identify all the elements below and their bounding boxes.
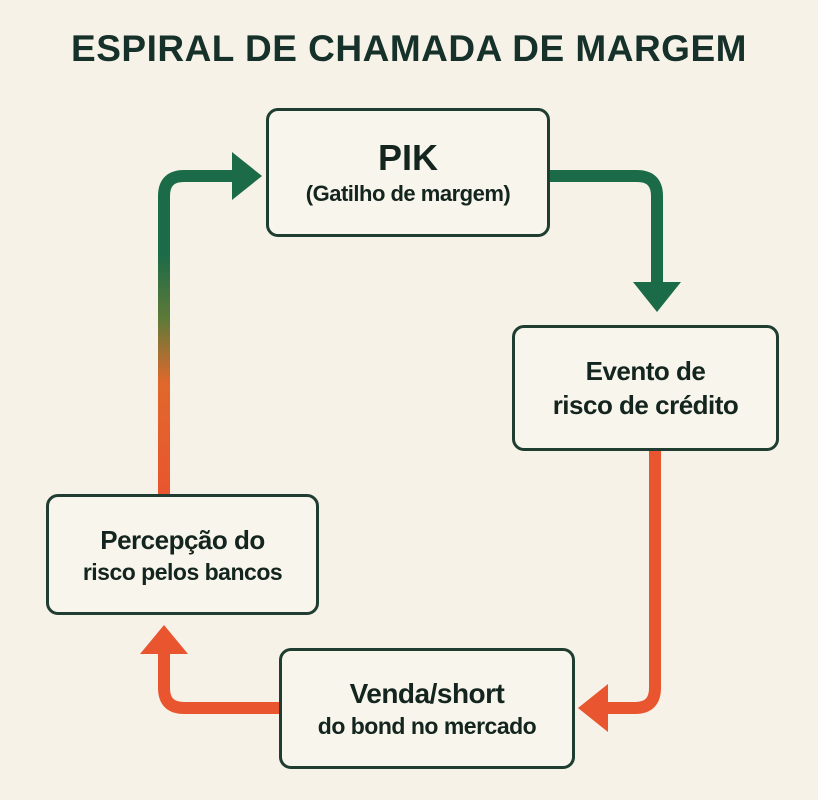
node-venda-line2: do bond no mercado bbox=[317, 712, 537, 739]
node-venda-line1: Venda/short bbox=[349, 677, 505, 709]
arrow-pik-to-evento bbox=[549, 170, 681, 312]
arrow-venda-to-percepcao bbox=[140, 625, 280, 714]
node-percepcao-line1: Percepção do bbox=[100, 524, 265, 555]
node-percepcao: Percepção do risco pelos bancos bbox=[46, 494, 319, 615]
node-venda: Venda/short do bond no mercado bbox=[279, 648, 575, 769]
node-pik-subtitle: (Gatilho de margem) bbox=[305, 180, 511, 206]
node-evento: Evento de risco de crédito bbox=[512, 325, 779, 451]
node-evento-line1: Evento de bbox=[585, 356, 706, 386]
diagram-title: ESPIRAL DE CHAMADA DE MARGEM bbox=[71, 28, 747, 69]
arrow-percepcao-to-pik bbox=[158, 152, 262, 494]
arrow-evento-to-venda bbox=[578, 451, 661, 732]
node-evento-line2: risco de crédito bbox=[552, 390, 739, 420]
node-pik: PIK (Gatilho de margem) bbox=[266, 108, 550, 237]
node-percepcao-line2: risco pelos bancos bbox=[82, 558, 283, 585]
node-pik-title: PIK bbox=[377, 136, 438, 178]
